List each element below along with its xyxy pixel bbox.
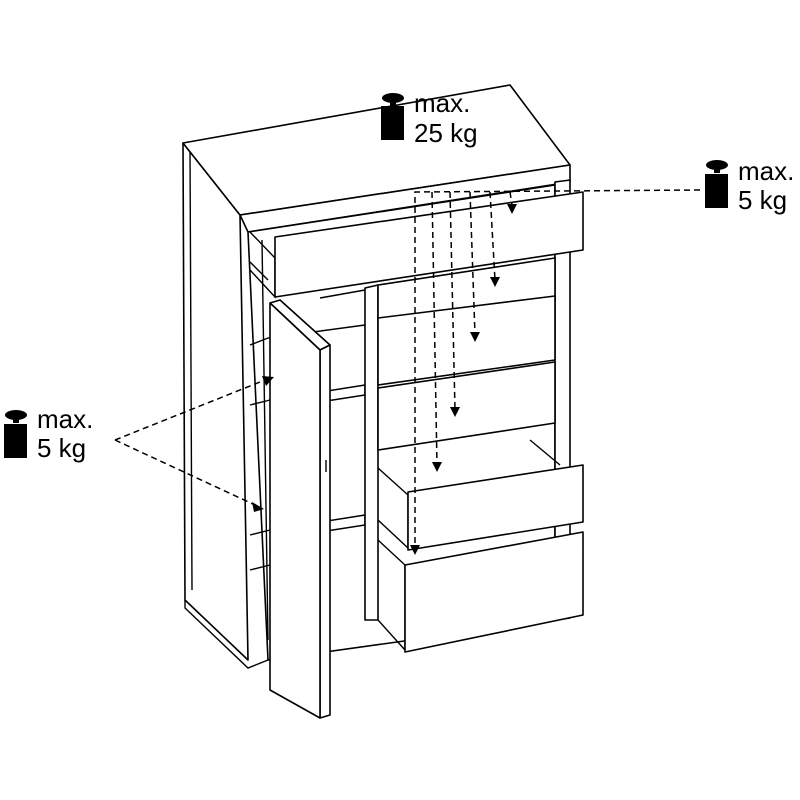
door-edge bbox=[319, 344, 331, 719]
weight-icon bbox=[4, 410, 27, 458]
drawer-max-text: max. bbox=[738, 156, 794, 186]
arrowhead-icon bbox=[490, 277, 500, 287]
drawer-front-6 bbox=[404, 531, 584, 653]
weight-icon bbox=[705, 160, 728, 208]
arrowhead-icon bbox=[507, 204, 517, 214]
load-arrows bbox=[114, 189, 701, 555]
shelf-line bbox=[249, 261, 269, 281]
drawer-front-1 bbox=[274, 191, 584, 298]
arrowhead-icon bbox=[450, 407, 460, 417]
drawer-front-5 bbox=[407, 464, 584, 551]
arrowhead-icon bbox=[470, 332, 480, 342]
arrowhead-icon bbox=[410, 545, 420, 555]
arrowhead-icon bbox=[432, 462, 442, 472]
top-weight-text: 25 kg bbox=[414, 118, 478, 148]
dashed-arrow-line bbox=[114, 439, 256, 506]
drawer-side-5-top bbox=[529, 439, 561, 466]
left-side-panel bbox=[182, 142, 249, 661]
shelf-line bbox=[249, 324, 366, 346]
dashed-arrow-line bbox=[489, 191, 496, 281]
shelf-load-label: max. 5 kg bbox=[4, 404, 93, 463]
cabinet bbox=[182, 84, 584, 719]
dashed-arrow-line bbox=[114, 379, 266, 441]
dashed-arrow-line bbox=[469, 191, 476, 336]
top-max-text: max. bbox=[414, 88, 470, 118]
dashed-arrow-line bbox=[449, 191, 456, 411]
drawer-front-4 bbox=[377, 361, 556, 451]
dashed-arrow-line bbox=[414, 189, 701, 545]
drawer-front-3 bbox=[377, 295, 556, 386]
left-panel-edge-line bbox=[189, 149, 193, 591]
center-divider bbox=[364, 284, 379, 621]
inner-side-line bbox=[261, 239, 269, 641]
drawer-weight-text: 5 kg bbox=[738, 185, 787, 215]
cabinet-plinth bbox=[184, 600, 269, 669]
shelf-line bbox=[319, 289, 366, 299]
shelf-weight-text: 5 kg bbox=[37, 433, 86, 463]
drawer-load-label: max. 5 kg bbox=[705, 156, 794, 215]
weight-icon bbox=[381, 93, 404, 140]
door-panel bbox=[269, 302, 321, 719]
dashed-arrow-line bbox=[431, 191, 438, 466]
shelf-max-text: max. bbox=[37, 404, 93, 434]
arrowhead-icon bbox=[252, 502, 264, 512]
dashed-arrow-line bbox=[509, 191, 513, 206]
top-load-label: max. 25 kg bbox=[381, 88, 478, 148]
arrowhead-icon bbox=[262, 376, 274, 386]
